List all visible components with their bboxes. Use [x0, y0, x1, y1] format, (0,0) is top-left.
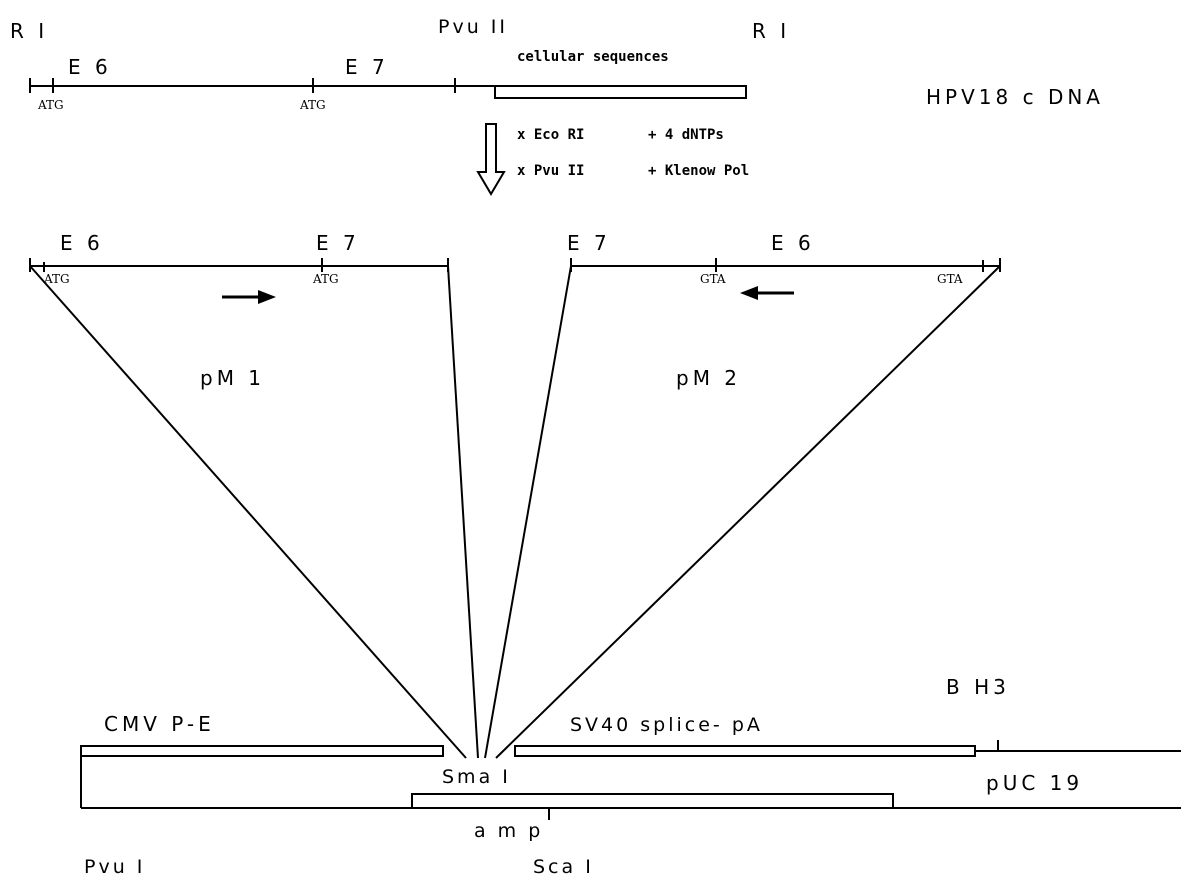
pm2-label: pM 2	[676, 366, 741, 390]
e6-label: E 6	[68, 55, 112, 79]
pm1-label: pM 1	[200, 366, 265, 390]
pm2-left-funnel-line	[484, 265, 572, 759]
smai-label: Sma I	[442, 766, 511, 788]
cmv-promoter-label: CMV P-E	[104, 712, 215, 736]
step-dntps: + 4 dNTPs	[648, 127, 724, 143]
processing-step: x Eco RI + 4 dNTPs x Pvu II + Klenow Pol	[476, 123, 749, 196]
step-pvuii: x Pvu II	[517, 163, 584, 179]
pm1-right-funnel-line	[447, 265, 479, 759]
pm1-left-funnel-line	[29, 265, 467, 759]
scai-label: Sca I	[533, 856, 594, 878]
pvui-label: Pvu I	[84, 856, 145, 878]
hpv18-cdna-label: HPV18 c DNA	[926, 85, 1104, 109]
pm2-gta-e7-label: GTA	[700, 272, 726, 286]
ecori-right-label: R I	[752, 19, 790, 43]
pm1-e7-label: E 7	[316, 231, 360, 255]
pm1-orientation-arrow-icon	[222, 290, 276, 304]
pm2-construct: E 7 E 6 GTA GTA pM 2	[484, 231, 1001, 759]
cmv-promoter-box	[80, 745, 444, 757]
pvuii-label: Pvu II	[438, 16, 508, 38]
pm2-right-funnel-line	[495, 265, 1001, 759]
sv40-splice-pa-box	[514, 745, 976, 757]
amp-label: a m p	[474, 820, 543, 842]
pm1-atg-e7-label: ATG	[312, 272, 339, 286]
pm2-e6-label: E 6	[771, 231, 815, 255]
e7-label: E 7	[345, 55, 389, 79]
step-ecori: x Eco RI	[517, 127, 584, 143]
pm1-construct: E 6 E 7 ATG ATG pM 1	[29, 231, 479, 759]
pm2-gta-e6-label: GTA	[937, 272, 963, 286]
pm2-e7-label: E 7	[567, 231, 611, 255]
amp-gene-box	[411, 793, 894, 809]
pm1-atg-e6-label: ATG	[43, 272, 70, 286]
hpv18-cdna-map: R I Pvu II R I E 6 E 7 cellular sequence…	[10, 16, 1104, 112]
down-arrow-icon	[476, 123, 506, 196]
cellular-sequences-label: cellular sequences	[517, 49, 669, 65]
atg-e6-label: ATG	[37, 98, 64, 112]
puc19-label: pUC 19	[986, 771, 1083, 795]
cellular-sequences-box	[494, 85, 747, 99]
expression-vector: B H3 CMV P-E SV40 splice- pA Sma I pUC 1…	[80, 675, 1181, 878]
ecori-left-label: R I	[10, 19, 48, 43]
sv40-splice-pa-label: SV40 splice- pA	[570, 714, 763, 736]
pm2-orientation-arrow-icon	[740, 286, 794, 300]
bh3-label: B H3	[946, 675, 1010, 699]
atg-e7-label: ATG	[299, 98, 326, 112]
pm1-e6-label: E 6	[60, 231, 104, 255]
step-klenow: + Klenow Pol	[648, 163, 749, 179]
